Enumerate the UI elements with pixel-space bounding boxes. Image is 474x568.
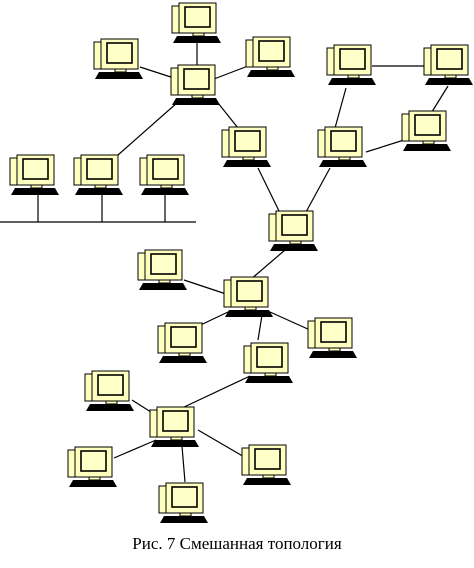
computer-icon: [223, 276, 274, 318]
computer-icon: [423, 44, 474, 86]
mixed-topology-diagram: [0, 2, 474, 524]
computer-icon: [245, 36, 296, 78]
figure-caption: Рис. 7 Смешанная топология: [132, 534, 342, 553]
computer-icon: [9, 154, 60, 196]
computer-icon: [157, 322, 208, 364]
computer-icon: [73, 154, 124, 196]
computer-icon: [84, 370, 135, 412]
computer-icon: [307, 317, 358, 359]
computer-icon: [158, 482, 209, 524]
computer-nodes: [9, 2, 474, 524]
computer-icon: [317, 126, 368, 168]
computer-icon: [137, 249, 188, 291]
computer-icon: [170, 64, 221, 106]
computer-icon: [93, 38, 144, 80]
computer-icon: [149, 406, 200, 448]
computer-icon: [268, 210, 319, 252]
connection-lines: [0, 35, 449, 483]
computer-icon: [241, 444, 292, 486]
computer-icon: [326, 44, 377, 86]
computer-icon: [139, 154, 190, 196]
computer-icon: [171, 2, 222, 44]
computer-icon: [67, 446, 118, 488]
computer-icon: [401, 110, 452, 152]
computer-icon: [221, 126, 272, 168]
computer-icon: [243, 342, 294, 384]
